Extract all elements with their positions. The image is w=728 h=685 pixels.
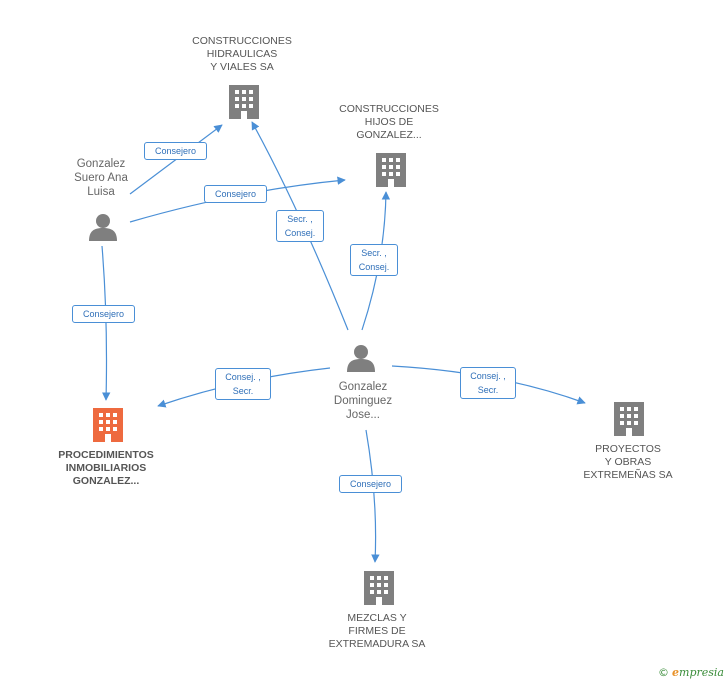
brand-name: mpresia [679, 666, 724, 679]
brand-initial: e [672, 666, 680, 679]
building-icon[interactable] [376, 153, 406, 187]
node-label-gonzalez-dominguez[interactable]: Gonzalez Dominguez Jose... [333, 381, 393, 421]
edge-label-suero-hidraulicas: Consejero [144, 142, 207, 160]
person-icon[interactable] [89, 214, 117, 241]
edge-suero-procedimientos [101, 245, 111, 401]
node-label-procedimientos[interactable]: PROCEDIMIENTOS INMOBILIARIOS GONZALEZ... [58, 449, 154, 487]
edge-label-dominguez-hidraulicas: Secr. , Consej. [276, 210, 324, 242]
node-label-mezclas[interactable]: MEZCLAS Y FIRMES DE EXTREMADURA SA [328, 612, 426, 650]
person-icon[interactable] [347, 345, 375, 372]
edges [101, 121, 586, 563]
building-icon[interactable] [614, 402, 644, 436]
building-icon[interactable] [93, 408, 123, 442]
empresia-logo: ©empresia [658, 666, 724, 679]
copyright-icon: © [658, 666, 670, 679]
edge-label-dominguez-procedimientos: Consej. , Secr. [215, 368, 271, 400]
edge-label-suero-hijos: Consejero [204, 185, 267, 203]
node-label-construcciones-hijos[interactable]: CONSTRUCCIONES HIJOS DE GONZALEZ... [339, 103, 439, 141]
edge-label-dominguez-mezclas: Consejero [339, 475, 402, 493]
node-label-proyectos[interactable]: PROYECTOS Y OBRAS EXTREMEÑAS SA [583, 443, 673, 481]
node-label-construcciones-hidraulicas[interactable]: CONSTRUCCIONES HIDRAULICAS Y VIALES SA [192, 35, 292, 73]
edge-label-suero-procedimientos: Consejero [72, 305, 135, 323]
building-icon[interactable] [364, 571, 394, 605]
node-label-gonzalez-suero[interactable]: Gonzalez Suero Ana Luisa [74, 158, 128, 198]
edge-label-dominguez-proyectos: Consej. , Secr. [460, 367, 516, 399]
edge-label-dominguez-hijos: Secr. , Consej. [350, 244, 398, 276]
edge-dominguez-mezclas [365, 429, 380, 563]
building-icon[interactable] [229, 85, 259, 119]
